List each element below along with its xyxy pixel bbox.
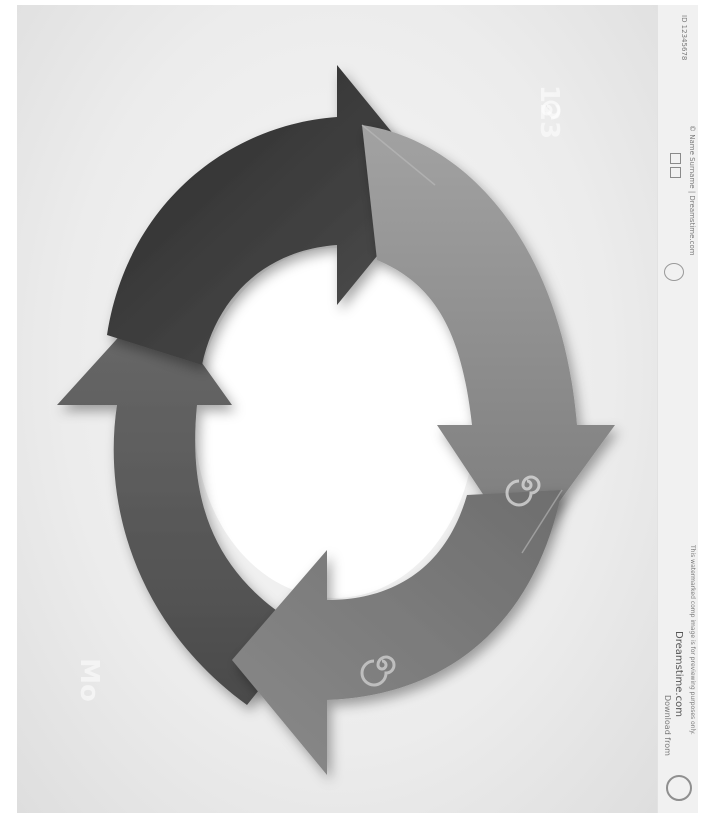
site-name: Dreamstime.com: [673, 631, 684, 717]
watermark-top-right: 123: [534, 85, 564, 139]
notice-line: This watermarked comp image is for previ…: [689, 545, 696, 735]
id-line: ID 12345678: [680, 15, 688, 60]
copyright-line: © Name Surname | Dreamstime.com: [688, 125, 696, 256]
download-line: Download from: [663, 695, 672, 756]
id-box-icon: [670, 167, 681, 178]
watermark-bottom-left: Mo: [74, 658, 104, 702]
id-box-icon: [670, 153, 681, 164]
dreamstime-logo-mark: [664, 263, 684, 281]
diagram-canvas: 123 Mo: [17, 5, 657, 813]
credit-strip: ID 12345678 © Name Surname | Dreamstime.…: [657, 5, 698, 813]
stamp-icon: [666, 775, 692, 801]
